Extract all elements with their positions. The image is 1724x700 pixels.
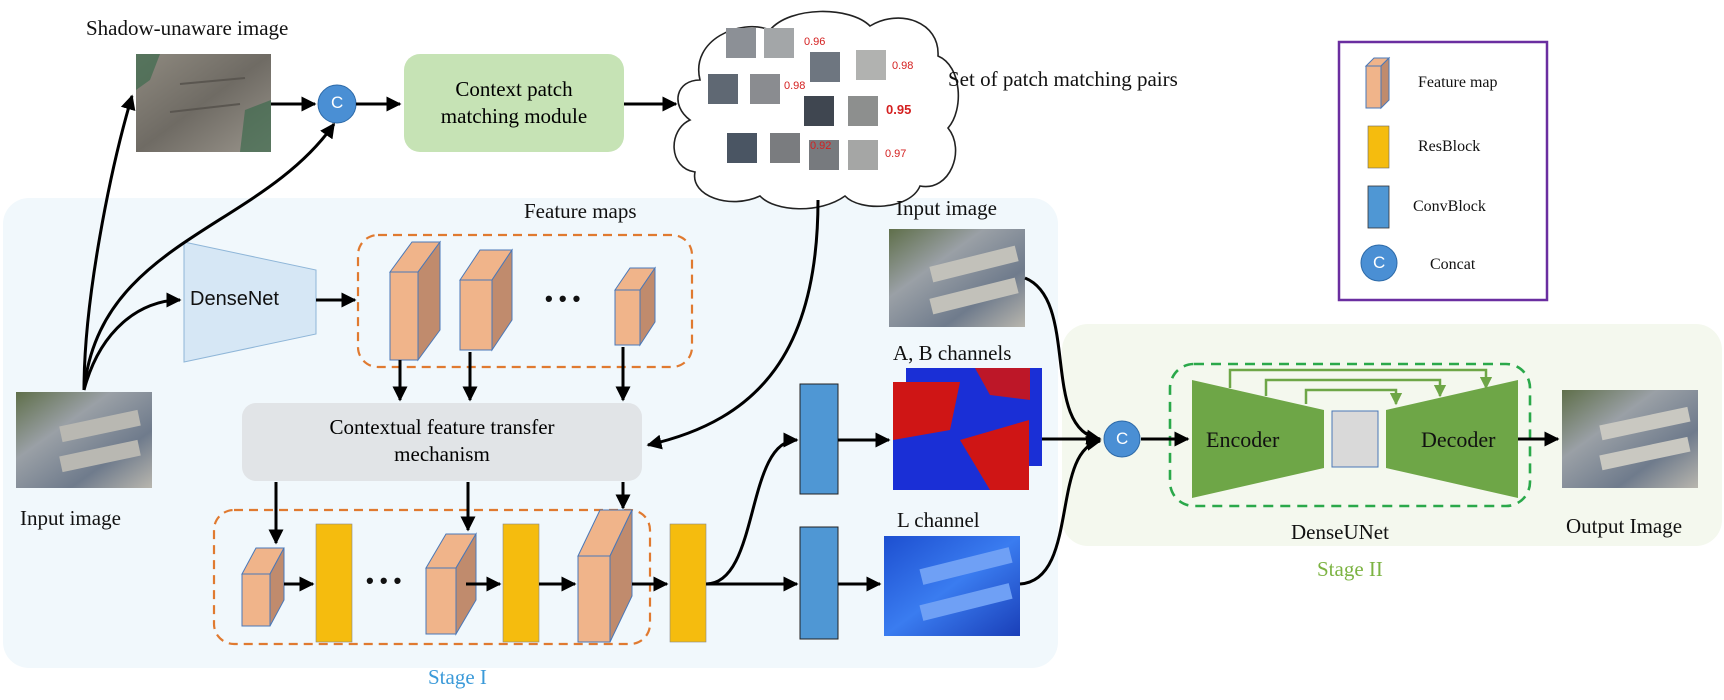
- stage1-label: Stage I: [428, 665, 487, 689]
- convblock-ab: [799, 383, 839, 495]
- stage2-label: Stage II: [1317, 557, 1383, 581]
- match-score-3: 0.98: [784, 80, 806, 92]
- decoder-block: [1386, 380, 1518, 498]
- skip-connections: [1228, 368, 1493, 406]
- context-patch-module-line1: Context patch: [455, 77, 573, 101]
- input-image-top-label: Input image: [896, 196, 997, 220]
- concat-stage2-symbol: C: [1116, 429, 1129, 448]
- match-score-2: 0.98: [892, 60, 914, 72]
- l-channel-label: L channel: [897, 508, 980, 532]
- encoder-block: [1192, 380, 1324, 498]
- convblock-l: [799, 526, 839, 640]
- resblock-1: [315, 523, 353, 643]
- concat-stage2-icon: [1103, 420, 1141, 458]
- context-patch-matching-module: [404, 54, 624, 152]
- input-image-left: [16, 392, 152, 488]
- feature-maps-ellipsis: • • •: [545, 286, 581, 311]
- decoder-features-group: [212, 508, 652, 646]
- legend-resblock-icon: [1367, 125, 1390, 169]
- concat-top-symbol: C: [331, 93, 344, 112]
- legend-feature-map-label: Feature map: [1418, 74, 1498, 91]
- output-image-label: Output Image: [1566, 514, 1683, 538]
- output-image: [1562, 390, 1698, 488]
- set-of-pairs-label: Set of patch matching pairs: [948, 67, 1178, 91]
- small-feature-map-2: [425, 532, 477, 636]
- feature-map-3: [614, 266, 656, 347]
- small-feature-map-3: [577, 509, 633, 643]
- densenet-label: DenseNet: [190, 288, 279, 310]
- densenet-block: [183, 241, 317, 363]
- denseunet-label: DenseUNet: [1291, 520, 1389, 544]
- match-score-6: 0.97: [885, 148, 907, 160]
- flow-arrows: [82, 94, 1560, 592]
- cftm-line1: Contextual feature transfer: [329, 415, 555, 439]
- contextual-feature-transfer-box: [242, 403, 642, 481]
- legend-feature-map-icon: [1364, 56, 1391, 110]
- ab-channels-label: A, B channels: [893, 341, 1012, 365]
- cftm-line2: mechanism: [394, 442, 490, 466]
- encoder-label: Encoder: [1206, 427, 1280, 452]
- legend-concat-symbol: C: [1373, 253, 1386, 272]
- feature-map-2: [459, 248, 513, 352]
- resblock-2: [502, 523, 540, 643]
- shadow-unaware-image-label: Shadow-unaware image: [86, 16, 289, 40]
- bottleneck-block: [1331, 410, 1379, 468]
- match-score-5: 0.92: [810, 140, 832, 152]
- match-score-4: 0.95: [886, 102, 912, 117]
- match-score-1: 0.96: [804, 36, 826, 48]
- feature-maps-label: Feature maps: [524, 199, 637, 223]
- context-patch-module-line2: matching module: [440, 104, 588, 128]
- legend-concat-icon: [1360, 244, 1398, 282]
- cftm-label: Contextual feature transfer mechanism: [242, 414, 642, 468]
- legend-convblock-icon: [1367, 185, 1390, 229]
- patch-thumbnails: [708, 28, 886, 170]
- l-channel-image: [884, 536, 1020, 636]
- decoder-label: Decoder: [1421, 427, 1496, 452]
- denseunet-group: [1168, 362, 1532, 508]
- context-patch-module-label: Context patch matching module: [404, 76, 624, 130]
- feature-map-1: [389, 240, 441, 362]
- legend-resblock-label: ResBlock: [1418, 138, 1481, 155]
- legend-convblock-label: ConvBlock: [1413, 198, 1486, 215]
- input-image-left-label: Input image: [20, 506, 121, 530]
- input-image-top: [889, 229, 1025, 327]
- legend-concat-label: Concat: [1430, 256, 1476, 273]
- bottom-ellipsis: • • •: [366, 568, 402, 593]
- ab-channels-image: [893, 368, 1042, 490]
- resblock-3: [669, 523, 707, 643]
- small-feature-map-1: [241, 547, 285, 627]
